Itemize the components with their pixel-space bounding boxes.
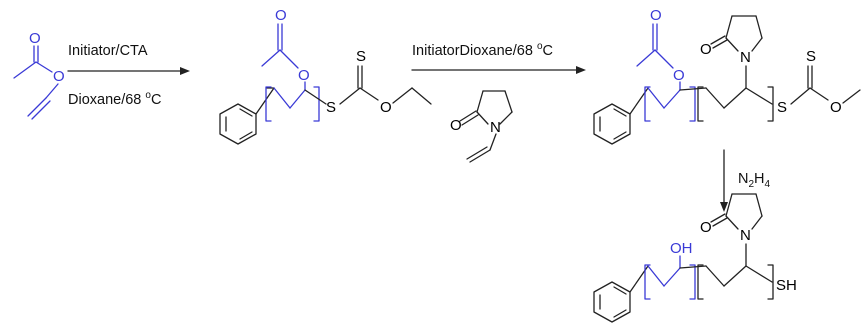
pvac-macro-cta: O O S S O (219, 7, 432, 145)
atom-s-thioether: S (326, 99, 336, 116)
atom-o-xanthate: O (380, 99, 392, 116)
atom-o-copolymer-lactam: O (700, 41, 712, 58)
atom-o-nvp: O (450, 117, 462, 134)
reaction-arrow-3 (720, 149, 728, 212)
atom-o-carbonyl: O (29, 30, 41, 47)
reaction-arrow-1 (67, 67, 190, 75)
n-vinylpyrrolidone-reagent: N O (450, 90, 513, 163)
atom-sh-product: SH (776, 277, 797, 294)
atom-o-copolymer-ester: O (673, 67, 685, 84)
atom-n-nvp: N (490, 119, 501, 136)
step3-reagent-label: N2H4 (738, 171, 771, 190)
atom-o-copolymer-carbonyl: O (650, 7, 662, 24)
step1-conditions-label: Dioxane/68 oC (68, 90, 161, 108)
step2-conditions-label: InitiatorDioxane/68 oC (412, 41, 553, 59)
atom-o-ester: O (53, 68, 65, 85)
atom-o-product-lactam: O (700, 219, 712, 236)
vinyl-acetate-monomer: O O (13, 30, 65, 120)
atom-s-thione: S (356, 48, 366, 65)
reaction-arrow-2 (411, 66, 586, 74)
atom-s-copolymer-thioether: S (777, 99, 787, 116)
atom-o-pvac-ester: O (298, 67, 310, 84)
pvac-b-pnvp-copolymer: O O N O S S O (593, 7, 861, 145)
atom-oh-product: OH (670, 240, 693, 257)
step1-reagent-label: Initiator/CTA (68, 43, 148, 59)
atom-o-copolymer-xanthate: O (830, 99, 842, 116)
atom-n-copolymer: N (740, 49, 751, 66)
atom-n-product: N (740, 227, 751, 244)
pva-b-pnvp-thiol-product: OH N O SH (593, 193, 797, 323)
atom-s-copolymer-thione: S (806, 48, 816, 65)
atom-o-pvac-carbonyl: O (275, 7, 287, 24)
